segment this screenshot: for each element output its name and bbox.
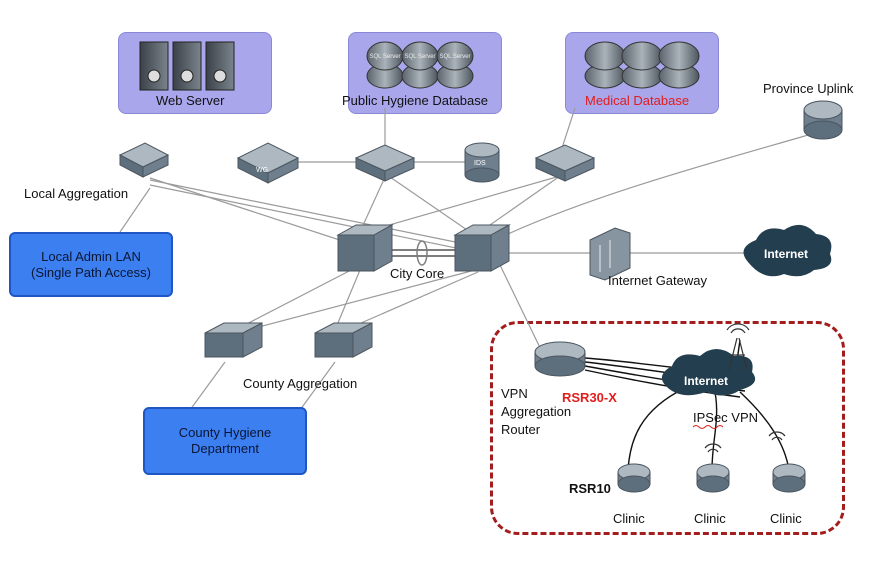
city-core-switch-2-icon xyxy=(453,224,511,272)
link-la-core2 xyxy=(149,179,471,246)
link-sw-core2 xyxy=(389,176,471,233)
local-admin-lan-line2: (Single Path Access) xyxy=(31,264,151,280)
link-core-ca1a xyxy=(234,267,356,331)
local-aggregation-switch-icon xyxy=(118,142,170,178)
link-core-ca2b xyxy=(344,271,479,331)
internet-gateway-icon xyxy=(589,227,631,281)
hygiene-database-label: Public Hygiene Database xyxy=(342,93,488,108)
local-aggregation-label: Local Aggregation xyxy=(24,186,129,201)
link-meddb-sw xyxy=(561,107,576,149)
local-admin-lan-box: Local Admin LAN (Single Path Access) xyxy=(9,232,173,297)
links xyxy=(119,107,826,411)
wg-tag: WG xyxy=(256,167,268,174)
clinic-router-3-icon xyxy=(772,463,806,493)
county-dept-line2: Department xyxy=(191,441,259,456)
internet-label: Internet xyxy=(764,247,808,261)
vpn-router-label-line3: Router xyxy=(501,422,541,437)
county-aggregation-switch-1-icon xyxy=(204,322,263,358)
vpn-zone xyxy=(490,321,845,535)
link-ca1-county xyxy=(189,361,226,411)
city-core-switch-1-icon xyxy=(336,224,394,272)
ids-tag: IDS xyxy=(474,160,486,167)
county-hygiene-department-box: County Hygiene Department xyxy=(143,407,307,475)
link-ca2-county xyxy=(299,361,336,411)
link-core-ca2a xyxy=(334,269,361,331)
link-sw2-core2 xyxy=(479,175,561,233)
clinic-router-2-icon xyxy=(696,463,730,493)
wg-firewall-icon: WG xyxy=(236,142,300,184)
medical-switch-icon xyxy=(534,144,596,182)
link-sw-core1 xyxy=(359,176,386,233)
sql-tag-3: SQL Server xyxy=(439,54,470,60)
server-switch-icon xyxy=(354,144,416,182)
hygiene-database-icon: SQL Server SQL Server SQL Server xyxy=(366,41,474,89)
link-la-core1 xyxy=(149,177,356,246)
web-server-icon xyxy=(139,41,235,91)
link-core-vpn xyxy=(499,264,546,359)
clinic-label-3: Clinic xyxy=(770,511,802,526)
county-dept-line1: County Hygiene xyxy=(178,425,272,440)
vpn-aggregation-router-icon xyxy=(534,341,586,377)
ipsec-vpn-label: IPSec VPN xyxy=(693,410,759,425)
vpn-router-label-line1: VPN xyxy=(501,386,528,401)
link-sw2-core1 xyxy=(364,175,561,233)
clinic-label-1: Clinic xyxy=(613,511,645,526)
link-la-lan xyxy=(119,187,151,233)
county-aggregation-label: County Aggregation xyxy=(243,376,358,391)
branch-router-model-label: RSR10 xyxy=(569,481,611,496)
province-uplink-router-icon xyxy=(803,100,843,140)
web-server-label: Web Server xyxy=(156,93,225,108)
link-core-province xyxy=(494,129,826,241)
internet-gateway-label: Internet Gateway xyxy=(608,273,707,288)
wireless-icons xyxy=(704,431,786,453)
vpn-internet-label: Internet xyxy=(684,374,728,388)
city-core-label: City Core xyxy=(390,266,445,281)
ids-icon: IDS xyxy=(464,142,500,183)
link-core-ca1b xyxy=(239,269,476,333)
vpn-internet-cloud-icon xyxy=(661,349,756,396)
vpn-router-model-label: RSR30-X xyxy=(562,390,617,405)
local-admin-lan-line1: Local Admin LAN xyxy=(41,248,141,264)
internet-cloud-icon xyxy=(743,224,832,277)
medical-database-icon xyxy=(584,41,700,89)
sql-tag-2: SQL Server xyxy=(404,54,435,60)
link-la-core3 xyxy=(149,184,491,256)
sql-tag-1: SQL Server xyxy=(369,54,400,60)
clinic-label-2: Clinic xyxy=(694,511,726,526)
vpn-router-label-line2: Aggregation xyxy=(501,404,572,419)
province-uplink-label: Province Uplink xyxy=(763,81,854,96)
county-aggregation-switch-2-icon xyxy=(314,322,373,358)
medical-database-label: Medical Database xyxy=(585,93,690,108)
cell-tower-icon xyxy=(726,323,750,371)
clinic-router-1-icon xyxy=(617,463,651,493)
